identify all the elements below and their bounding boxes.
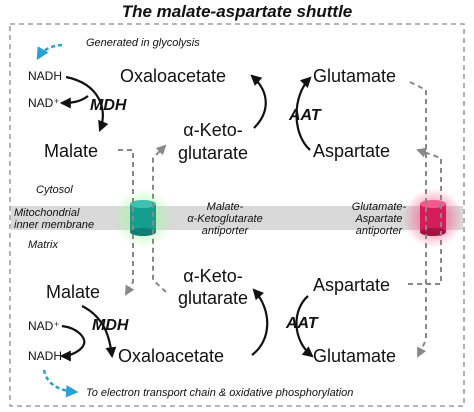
cytosol-aat-label: AAT [288, 107, 322, 124]
matrix-aat-label: AAT [285, 315, 319, 332]
malate-akg-antiporter [130, 200, 156, 236]
glycolysis-arrow [36, 43, 63, 61]
matrix-mdh-arc [81, 305, 117, 359]
left-antiporter-label-line1: Malate- [207, 201, 244, 213]
matrix-nad-nadh-arc [59, 324, 86, 362]
diagram-title: The malate-aspartate shuttle [122, 2, 353, 21]
aspartate-export-arrow [408, 147, 442, 285]
malate-import-arrow [118, 149, 135, 296]
cytosol-aspartate: Aspartate [313, 141, 390, 161]
matrix-mdh-label: MDH [92, 317, 129, 334]
cytosol-aat-arc-left [250, 74, 267, 129]
matrix-aspartate: Aspartate [313, 275, 390, 295]
cytosol-mdh-arc [65, 75, 109, 133]
matrix-label: Matrix [28, 239, 58, 251]
matrix-malate: Malate [46, 282, 100, 302]
cytosol-glutamate: Glutamate [313, 66, 396, 86]
glutamate-aspartate-antiporter [420, 200, 446, 236]
cytosol-malate: Malate [44, 141, 98, 161]
left-antiporter-label-line3: antiporter [202, 225, 250, 237]
matrix-aat-arc-left [251, 288, 269, 356]
right-antiporter-label-line3: antiporter [356, 225, 404, 237]
cytosol-oxaloacetate: Oxaloacetate [120, 66, 226, 86]
right-antiporter-label-line2: Aspartate [354, 213, 402, 225]
etc-note: To electron transport chain & oxidative … [86, 387, 353, 399]
cytosol-label: Cytosol [36, 184, 73, 196]
matrix-glutamate: Glutamate [313, 346, 396, 366]
cytosol-akg-line2: glutarate [178, 143, 248, 163]
cytosol-nadh: NADH [28, 69, 62, 83]
matrix-akg-line1: α-Keto- [183, 266, 242, 286]
matrix-nadh: NADH [28, 349, 62, 363]
matrix-oxaloacetate: Oxaloacetate [118, 346, 224, 366]
membrane-label-line1: Mitochondrial [14, 207, 80, 219]
right-antiporter-label-line1: Glutamate- [352, 201, 407, 213]
cytosol-nadh-nad-arc [59, 95, 89, 109]
cytosol-nad: NAD⁺ [28, 96, 60, 110]
cytosol-akg-line1: α-Keto- [183, 120, 242, 140]
matrix-aat-arc-right [295, 295, 314, 358]
matrix-nad: NAD⁺ [28, 319, 60, 333]
akg-export-arrow [152, 144, 167, 293]
matrix-akg-line2: glutarate [178, 288, 248, 308]
membrane-label-line2: inner membrane [14, 219, 94, 231]
membrane-band [11, 206, 463, 230]
glycolysis-note: Generated in glycolysis [86, 37, 200, 49]
cytosol-mdh-label: MDH [90, 97, 127, 114]
etc-arrow [42, 369, 79, 398]
outer-frame [9, 23, 465, 407]
cytosol-aat-arc-right [295, 76, 312, 151]
left-antiporter-label-line2: α-Ketoglutarate [187, 213, 262, 225]
